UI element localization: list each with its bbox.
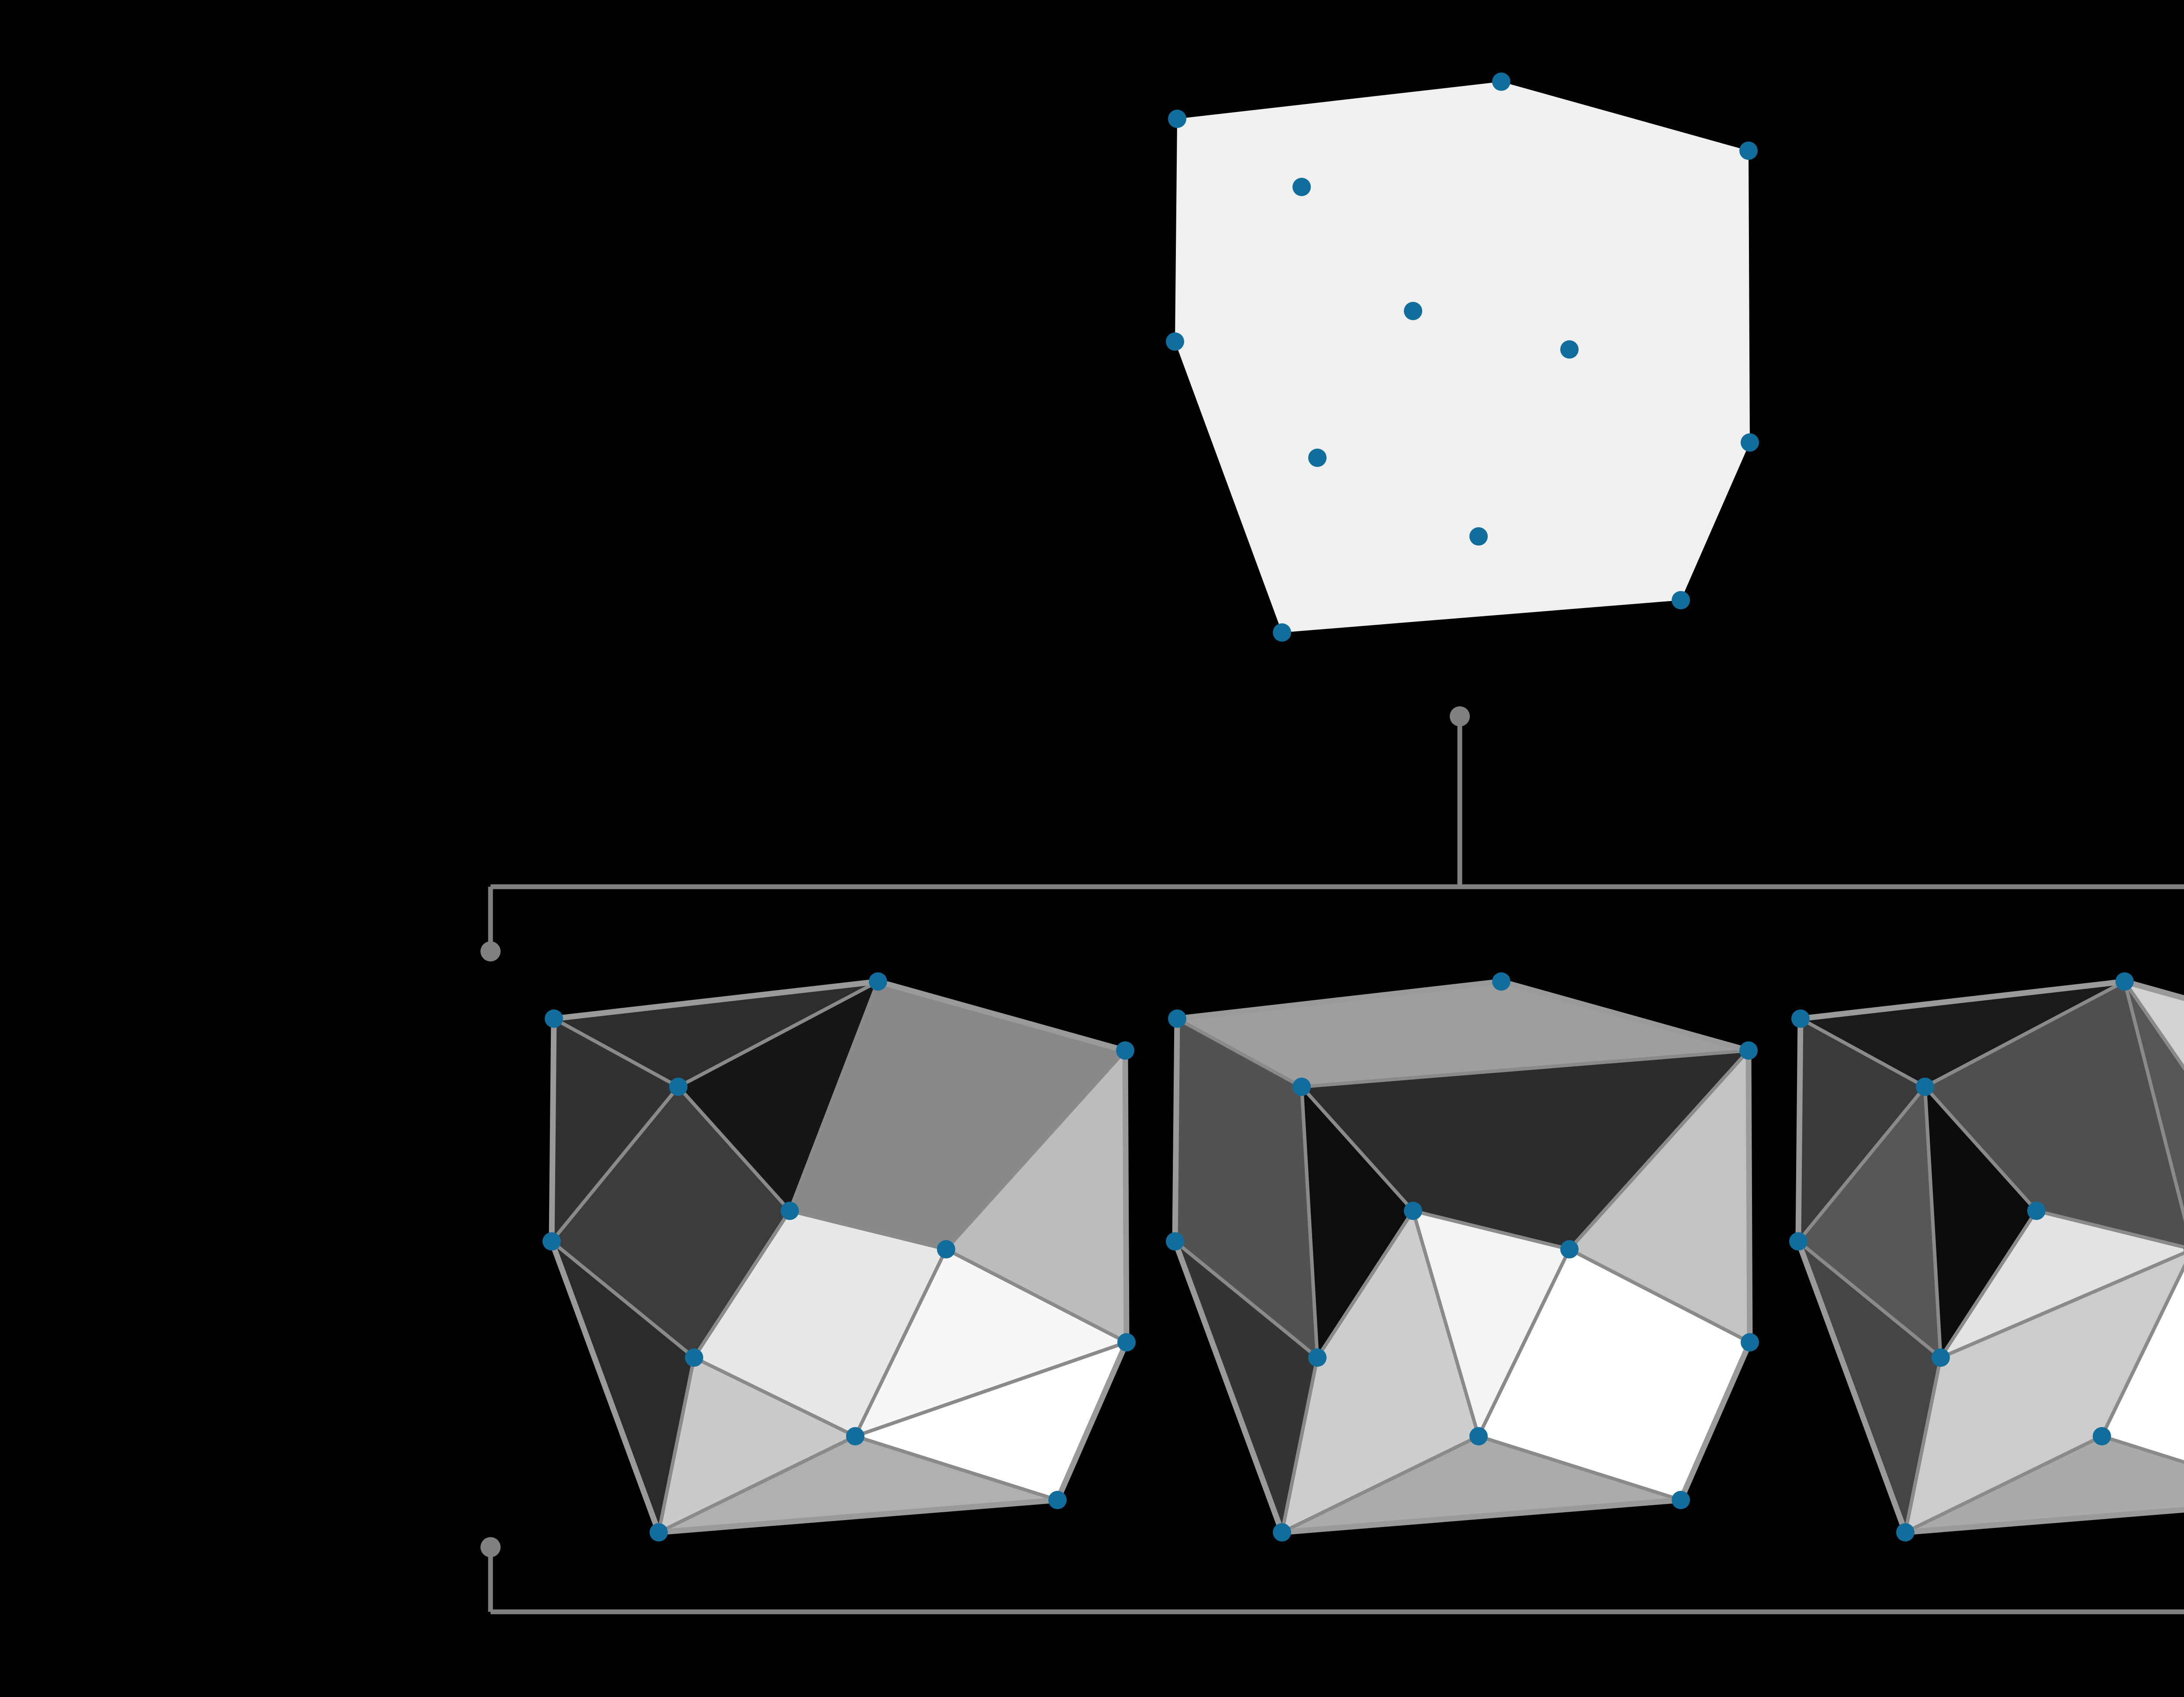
point-dot-K — [1672, 591, 1690, 609]
point-dot-L — [1896, 1523, 1914, 1541]
triangulation-middle-panel — [1166, 972, 1759, 1541]
point-dot-A — [869, 972, 887, 991]
point-dot-I — [1932, 1348, 1950, 1367]
point-dot-B — [1168, 110, 1186, 128]
triangulation-left-panel — [543, 972, 1136, 1541]
point-dot-D — [669, 1078, 688, 1096]
point-dot-H — [1741, 1333, 1759, 1351]
point-dot-L — [1273, 1523, 1291, 1541]
point-dot-C — [1739, 142, 1758, 160]
connector-root-dot — [1450, 706, 1470, 726]
triangulation-face-FJK — [2100, 1263, 2184, 1464]
point-dot-E — [1404, 302, 1422, 320]
point-dot-B — [1168, 1009, 1186, 1028]
point-dot-E — [2027, 1202, 2046, 1220]
connector-end-dot — [480, 1537, 501, 1557]
tree-connector — [480, 706, 2184, 1614]
point-dot-C — [1739, 1041, 1758, 1060]
point-dot-A — [1492, 73, 1510, 91]
point-dot-K — [1672, 1491, 1690, 1509]
point-dot-J — [1469, 1427, 1488, 1445]
point-dot-B — [545, 1009, 563, 1028]
point-dot-A — [2115, 972, 2134, 991]
point-dot-F — [1560, 1240, 1579, 1258]
point-dot-G — [1166, 332, 1184, 351]
point-dot-D — [1916, 1078, 1934, 1096]
point-dot-J — [2093, 1427, 2111, 1445]
triangulation-right-panel — [1789, 972, 2184, 1541]
point-dot-H — [1741, 433, 1759, 452]
point-dot-C — [1116, 1041, 1134, 1060]
point-dot-D — [1292, 1078, 1311, 1096]
point-dot-J — [1469, 527, 1488, 546]
point-dot-K — [1048, 1491, 1067, 1509]
connector-end-dot — [480, 941, 501, 961]
triangulation-hull-outline — [549, 978, 1130, 1535]
point-dot-L — [1273, 623, 1291, 642]
point-dot-F — [1560, 340, 1579, 359]
point-dot-H — [1117, 1333, 1136, 1351]
point-dot-B — [1791, 1009, 1810, 1028]
point-dot-I — [685, 1348, 703, 1367]
point-dot-E — [1404, 1202, 1422, 1220]
point-dot-D — [1292, 178, 1311, 196]
point-dot-G — [1166, 1232, 1184, 1251]
triangulation-hull-outline — [1172, 978, 1753, 1535]
point-set-convex-hull — [1175, 82, 1750, 632]
triangulation-face-AFH — [2123, 980, 2184, 1222]
triangulation-face-ACH — [2123, 980, 2184, 1071]
point-dot-G — [543, 1232, 561, 1251]
point-set-panel — [1166, 73, 1759, 642]
point-dot-L — [650, 1523, 668, 1541]
point-dot-I — [1308, 1348, 1327, 1367]
triangulation-hull-outline — [1795, 978, 2184, 1535]
point-dot-A — [1492, 972, 1510, 991]
point-dot-F — [937, 1240, 955, 1258]
point-dot-E — [781, 1202, 799, 1220]
point-dot-J — [846, 1427, 864, 1445]
point-dot-I — [1308, 449, 1327, 467]
point-dot-G — [1789, 1232, 1807, 1251]
